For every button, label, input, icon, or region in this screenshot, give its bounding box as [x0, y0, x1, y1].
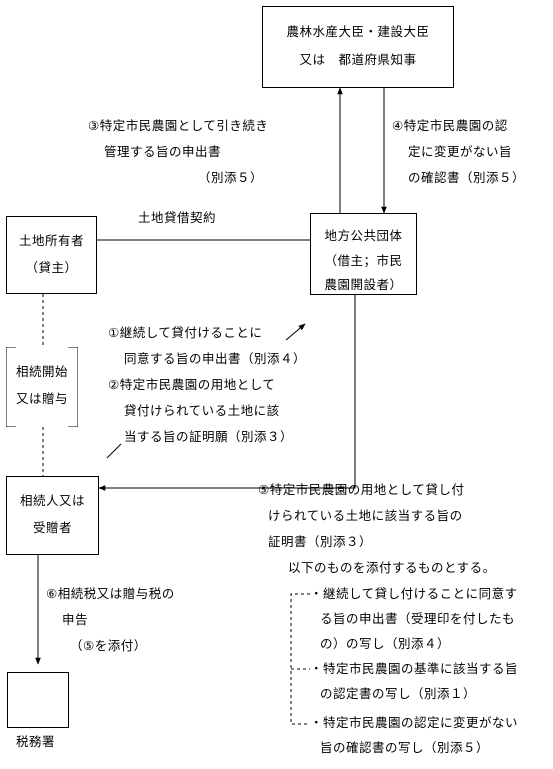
- edge-6-line1: ⑥相続税又は贈与税の: [46, 586, 175, 601]
- attachment-3-line1: ・特定市民農園の認定に変更がない: [310, 715, 519, 730]
- local-gov-line2: （借主；市民: [324, 253, 403, 268]
- edge-3-line1: ③特定市民農園として引き続き: [88, 118, 269, 133]
- edge-4-line3: の確認書（別添５）: [408, 170, 526, 185]
- edge-6-line2: 申告: [62, 612, 89, 627]
- inheritance-line2: 又は贈与: [15, 391, 68, 406]
- inheritance-bracket: [6, 347, 78, 427]
- attachment-2-line2: の認定書の写し（別添１）: [320, 686, 477, 701]
- edge-3-line2: 管理する旨の申出書: [104, 144, 222, 159]
- heir-line2: 受贈者: [32, 520, 72, 535]
- edge-5-line1: ⑤特定市民農園の用地として貸し付: [258, 482, 465, 497]
- edge-12-line1: ①継続して貸付けることに: [108, 325, 263, 340]
- edge-12-line2: 同意する旨の申出書（別添４）: [124, 351, 307, 366]
- attachment-3-line2: 旨の確認書の写し（別添５）: [320, 740, 490, 755]
- lease-label: 土地貸借契約: [138, 210, 217, 225]
- edge-6-line3: （⑤を添付）: [70, 638, 147, 653]
- edge-5-line2: けられている土地に該当する旨の: [268, 508, 463, 523]
- owner-line2: （貸主）: [25, 260, 78, 275]
- ministry-line1: 農林水産大臣・建設大臣: [286, 24, 430, 39]
- attachment-bracket: [290, 593, 310, 725]
- ministry-line2: 又は 都道府県知事: [299, 52, 417, 67]
- heir-line1: 相続人又は: [19, 493, 85, 508]
- attachment-2-line1: ・特定市民農園の基準に該当する旨: [310, 661, 519, 676]
- attachment-1-line2: る旨の申出書（受理印を付したも: [320, 611, 516, 626]
- ministry-box: 農林水産大臣・建設大臣 又は 都道府県知事: [262, 6, 454, 88]
- edge-4-line1: ④特定市民農園の認: [392, 118, 508, 133]
- arrow-12-tail: [106, 443, 122, 459]
- edge-4-line2: 定に変更がない旨: [408, 144, 513, 159]
- local-gov-line3: 農園開設者）: [324, 277, 403, 292]
- tax-office-box: [7, 672, 69, 728]
- arrow-12-diagonal: [285, 323, 306, 341]
- tax-office-label: 税務署: [16, 734, 56, 749]
- inheritance-line1: 相続開始: [15, 364, 68, 379]
- attachment-1-line3: の）の写し（別添４）: [320, 636, 451, 651]
- edge-12-line5: 当する旨の証明願（別添３）: [124, 429, 294, 444]
- edge-5-line3: 証明書（別添３）: [268, 534, 373, 549]
- inheritance-start-box: 相続開始 又は贈与: [6, 347, 78, 427]
- edge-12-line3: ②特定市民農園の用地として: [108, 377, 276, 392]
- local-gov-line1: 地方公共団体: [324, 228, 403, 243]
- edge-5-line4: 以下のものを添付するものとする。: [288, 560, 496, 575]
- arrow-5-path: [256, 295, 356, 489]
- edge-3-line3: （別添５）: [198, 170, 264, 185]
- owner-box: 土地所有者 （貸主）: [6, 216, 97, 294]
- attachment-1-line1: ・継続して貸し付けることに同意す: [310, 586, 518, 601]
- edge-12-line4: 貸付けられている土地に該: [124, 403, 280, 418]
- local-gov-box: 地方公共団体 （借主；市民 農園開設者）: [310, 213, 417, 295]
- owner-line1: 土地所有者: [18, 233, 84, 248]
- heir-box: 相続人又は 受贈者: [6, 476, 99, 555]
